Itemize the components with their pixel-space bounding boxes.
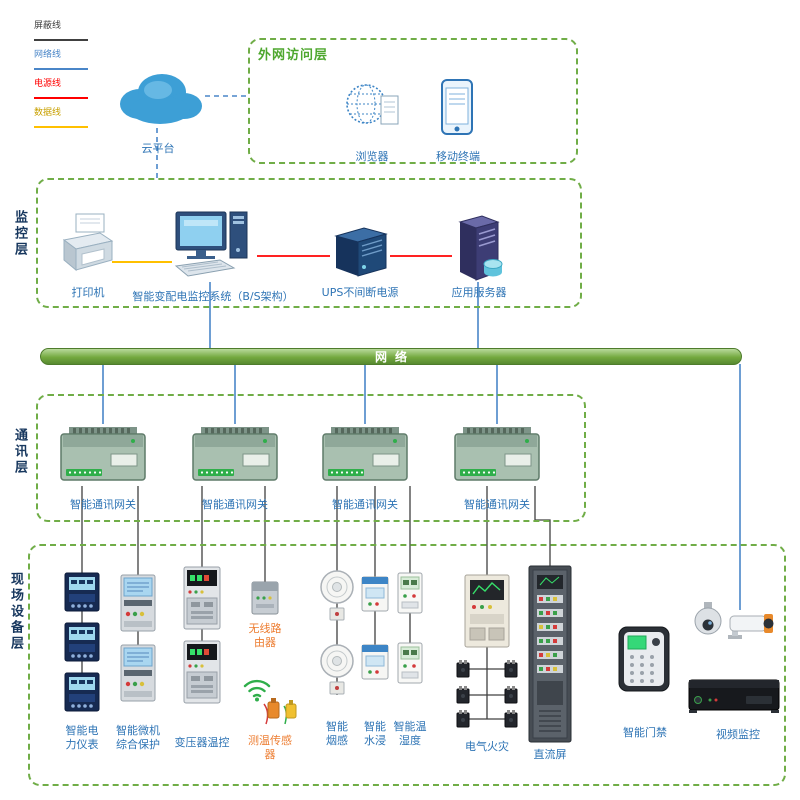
external-access-layer-box	[248, 38, 578, 164]
legend-label: 屏蔽线	[34, 21, 62, 31]
external-access-layer-title: 外网访问层	[258, 48, 329, 63]
dome-camera-icon	[690, 602, 726, 636]
legend-label: 网络线	[34, 50, 62, 60]
gateway-label: 智能通讯网关	[202, 498, 268, 511]
protection-label: 智能微机综合保护	[116, 724, 160, 752]
temp-sensor-label: 测温传感器	[248, 734, 292, 762]
legend-line-sample	[34, 126, 88, 128]
access-control-icon	[618, 626, 670, 692]
mobile-terminal-icon	[440, 78, 474, 136]
power-meter-icon	[64, 572, 100, 612]
browser-label: 浏览器	[355, 150, 389, 163]
legend-label: 电源线	[34, 79, 62, 89]
gateway-label: 智能通讯网关	[332, 498, 398, 511]
browser-icon	[344, 80, 402, 134]
mobile-terminal-label: 移动终端	[436, 150, 480, 163]
wireless-router-icon	[250, 578, 280, 618]
gateway-label: 智能通讯网关	[464, 498, 530, 511]
water-sensor-icon	[361, 576, 389, 612]
nvr-icon	[688, 676, 780, 714]
legend-item-power-line: 电源线	[34, 80, 104, 99]
scada-system-label: 智能变配电监控系统（B/S架构）	[132, 290, 294, 303]
humidity-label: 智能温湿度	[393, 720, 427, 748]
fire-module-icon	[504, 686, 518, 704]
legend-label: 数据线	[34, 108, 62, 118]
legend-line-sample	[34, 39, 88, 41]
transformer-temp-icon	[183, 566, 221, 630]
fire-module-icon	[456, 660, 470, 678]
humidity-sensor-icon	[397, 572, 423, 614]
power-meter-label: 智能电力仪表	[65, 724, 99, 752]
legend-line-sample	[34, 68, 88, 70]
access-control-label: 智能门禁	[623, 726, 667, 739]
legend: 屏蔽线 网络线 电源线 数据线	[34, 22, 104, 138]
transformer-temp-icon	[183, 640, 221, 704]
smoke-detector-icon	[319, 644, 355, 698]
network-bar: 网络	[40, 348, 742, 365]
fire-module-icon	[504, 710, 518, 728]
printer-label: 打印机	[71, 286, 105, 299]
legend-item-data-line: 数据线	[34, 109, 104, 128]
gateway-icon	[191, 424, 279, 486]
fire-label: 电气火灾	[465, 740, 509, 753]
transformer-temp-label: 变压器温控	[174, 736, 230, 749]
app-server-icon	[452, 214, 506, 284]
printer-icon	[60, 212, 115, 278]
humidity-sensor-icon	[397, 642, 423, 684]
wifi-icon	[240, 674, 274, 702]
gateway-icon	[453, 424, 541, 486]
dc-panel-label: 直流屏	[533, 748, 567, 761]
gateway-icon	[321, 424, 409, 486]
fire-module-icon	[504, 660, 518, 678]
legend-line-sample	[34, 97, 88, 99]
scada-computer-icon	[172, 210, 257, 282]
wireless-router-label: 无线路由器	[248, 622, 282, 650]
fire-panel-icon	[464, 574, 510, 648]
cloud-label: 云平台	[141, 142, 175, 155]
fire-module-icon	[456, 710, 470, 728]
monitor-layer-box	[36, 178, 582, 308]
fire-module-icon	[456, 686, 470, 704]
field-layer-box	[28, 544, 786, 786]
smoke-label: 智能烟感	[326, 720, 348, 748]
dc-cabinet-icon	[528, 565, 572, 743]
comm-layer-title: 通讯层	[12, 428, 27, 476]
legend-item-network-line: 网络线	[34, 51, 104, 70]
water-sensor-icon	[361, 644, 389, 680]
protection-relay-icon	[120, 574, 156, 632]
temp-sensor-probes-icon	[258, 696, 304, 730]
bullet-camera-icon	[726, 610, 778, 640]
app-server-label: 应用服务器	[451, 286, 507, 299]
protection-relay-icon	[120, 644, 156, 702]
power-meter-icon	[64, 672, 100, 712]
power-meter-icon	[64, 622, 100, 662]
cctv-label: 视频监控	[716, 728, 760, 741]
gateway-icon	[59, 424, 147, 486]
cloud-icon	[112, 66, 207, 128]
monitor-layer-title: 监控层	[12, 210, 27, 258]
gateway-label: 智能通讯网关	[70, 498, 136, 511]
legend-item-shield-line: 屏蔽线	[34, 22, 104, 41]
ups-icon	[330, 222, 392, 280]
water-label: 智能水浸	[364, 720, 386, 748]
comm-layer-box	[36, 394, 586, 522]
ups-label: UPS不间断电源	[321, 286, 399, 299]
smoke-detector-icon	[319, 570, 355, 624]
field-layer-title: 现场设备层	[8, 572, 23, 652]
